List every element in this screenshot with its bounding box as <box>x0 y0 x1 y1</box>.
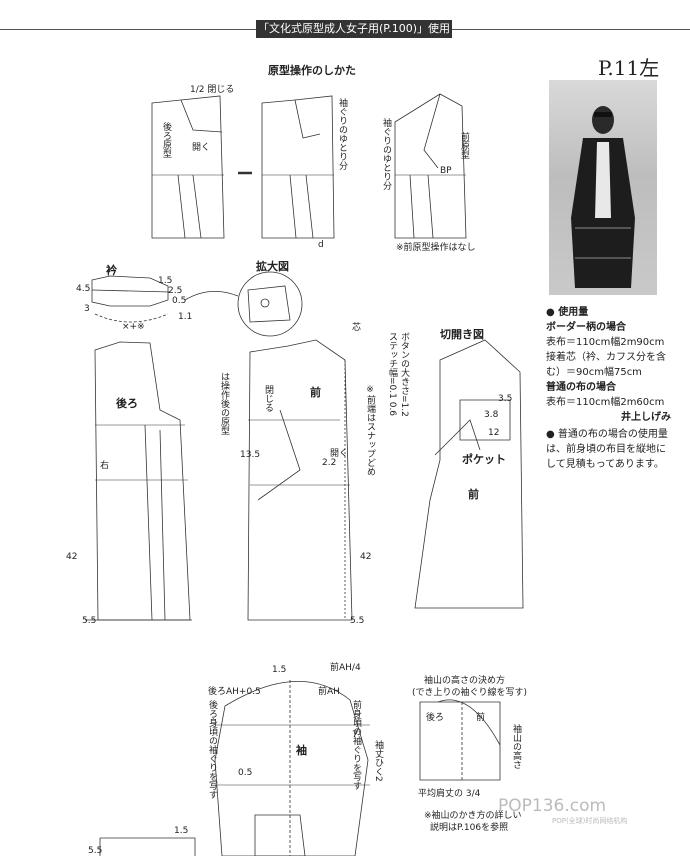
sleeve-length-label: 袖丈ひく2 <box>373 740 383 782</box>
copy-back-label: 後ろ身頃の袖ぐりを写す <box>207 700 217 799</box>
dim-3: 3 <box>84 304 90 314</box>
cutaway-title: 切開き図 <box>440 328 484 341</box>
dim-0-5-sleeve: 0.5 <box>238 768 253 778</box>
front-ah-frac: 前AH/4 <box>330 663 361 673</box>
front-block-label: 前原型 <box>459 132 469 159</box>
front-note: ※前原型操作はなし <box>396 243 476 253</box>
front-label: 前 <box>310 386 321 399</box>
border-fabric: 表布＝110cm幅2m90cm <box>546 337 665 348</box>
dim-13-5: 13.5 <box>240 450 261 460</box>
shoulder-avg-label: 平均肩丈の 3/4 <box>418 789 481 799</box>
dim-12: 12 <box>488 428 500 438</box>
dim-1-5-bottom: 1.5 <box>174 826 189 836</box>
page-code: P.11左 <box>598 56 660 80</box>
core-label: 芯 <box>352 323 362 333</box>
border-case: ボーダー柄の場合 <box>546 322 626 333</box>
dim-4-5: 4.5 <box>76 284 91 294</box>
cap-front-label: 前 <box>476 713 486 723</box>
pocket-title: ポケット <box>462 453 506 466</box>
sleeve-title: 袖 <box>296 744 307 757</box>
dim-0-5: 0.5 <box>172 296 187 306</box>
open-label: 開く <box>192 143 211 153</box>
collar-title: 衿 <box>106 264 117 277</box>
dim-1-5: 1.5 <box>158 276 173 286</box>
back-label: 後ろ <box>116 397 138 410</box>
cap-height-label: 袖山の高さ <box>511 724 521 769</box>
watermark-sub: POP(全球)时尚网络机构 <box>552 817 628 825</box>
copy-front-label: 前身頃の袖ぐりを写す <box>351 700 361 790</box>
plain-fabric: 表布＝110cm幅2m60cm <box>546 397 665 408</box>
armhole-ease-label-2: 袖ぐりのゆとり分 <box>381 118 391 190</box>
dim-42-front: 42 <box>360 552 372 562</box>
dim-1-1: 1.1 <box>178 312 193 322</box>
front-ah-label: 前AH <box>318 687 340 697</box>
close-label: 閉じる <box>263 385 273 412</box>
button-note: ボタンの大きさ=1.2 <box>399 332 409 417</box>
watermark: POP136.com <box>498 796 607 816</box>
bp-label: BP <box>440 166 452 176</box>
stitch-note: ステッチ幅=0.1 0.6 <box>387 332 397 417</box>
enlarged-title: 拡大図 <box>256 260 289 273</box>
cap-back-label: 後ろ <box>426 713 445 723</box>
model-figure-icon <box>571 106 635 288</box>
cutaway-front-label: 前 <box>468 488 479 501</box>
dim-3-8: 3.8 <box>484 410 499 420</box>
usage-title: ● 使用量 <box>546 307 589 318</box>
snap-note: ※前端はスナップどめ <box>365 385 375 476</box>
dim-5-5-bottom: 5.5 <box>88 846 103 856</box>
dim-7-sleeve: 7 <box>352 730 358 740</box>
cap-title-2: (でき上りの袖ぐり線を写す) <box>412 688 528 698</box>
back-block-label: 後ろ原型 <box>161 122 171 158</box>
model-photo <box>549 80 657 295</box>
dim-5-5-front: 5.5 <box>350 616 365 626</box>
after-block-label: は操作後の原型 <box>219 372 229 435</box>
dim-42-back: 42 <box>66 552 78 562</box>
designer: 井上しげみ <box>621 412 671 423</box>
x-plus-label: ×+※ <box>122 322 145 332</box>
close-frac-label: 1/2 閉じる <box>190 85 235 95</box>
cap-note-1: ※袖山のかき方の詳しい <box>424 811 522 821</box>
d-label: d <box>318 240 324 250</box>
kata-sousa-title: 原型操作のしかた <box>268 64 356 77</box>
plain-case: 普通の布の場合 <box>546 382 616 393</box>
interfacing: 接着芯（衿、カフス分を含む）＝90cm幅75cm <box>546 352 666 378</box>
right-mark: 右 <box>100 461 110 471</box>
armhole-ease-label: 袖ぐりのゆとり分 <box>337 98 347 170</box>
open2-label: 開く <box>330 449 349 459</box>
header-title: 「文化式原型成人女子用(P.100)」使用 <box>256 20 452 38</box>
cap-title-1: 袖山の高さの決め方 <box>424 676 506 686</box>
dim-2-2: 2.2 <box>322 458 337 468</box>
info-note: ● 普通の布の場合の使用量は、前身頃の布目を縦地にして見積もってあります。 <box>546 429 668 470</box>
dim-3-5: 3.5 <box>498 394 513 404</box>
back-ah-label: 後ろAH+0.5 <box>208 687 261 697</box>
dim-5-5-back: 5.5 <box>82 616 97 626</box>
fabric-info: ● 使用量 ボーダー柄の場合 表布＝110cm幅2m90cm 接着芯（衿、カフス… <box>546 305 671 472</box>
dim-2-5: 2.5 <box>168 286 183 296</box>
cap-note-2: 説明はP.106を参照 <box>430 823 509 833</box>
dim-1-5-sleeve: 1.5 <box>272 665 287 675</box>
